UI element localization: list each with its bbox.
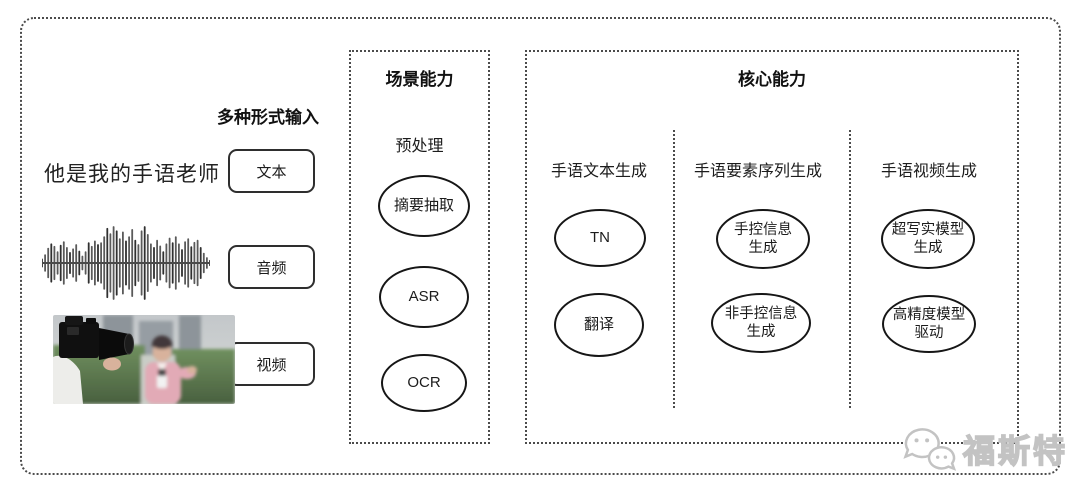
preprocess-label: 预处理 — [395, 138, 444, 155]
watermark-text: 福斯特 — [962, 432, 1069, 470]
node-translation: 翻译 — [554, 293, 644, 357]
scene-box-title: 场景能力 — [385, 70, 454, 89]
core-capability-box: 核心能力 手语文本生成 手语要素序列生成 手语视频生成 TN 翻译 手控信息 生… — [525, 50, 1019, 444]
column-header-video-generation: 手语视频生成 — [880, 163, 977, 180]
input-section-title: 多种形式输入 — [217, 108, 319, 127]
outer-dotted-frame — [20, 17, 1061, 475]
core-box-title: 核心能力 — [738, 70, 806, 89]
audio-waveform-icon — [42, 226, 210, 300]
column-divider — [673, 130, 675, 408]
node-asr: ASR — [379, 266, 469, 328]
node-manual-info-generation: 手控信息 生成 — [716, 209, 810, 269]
scene-capability-box: 场景能力 预处理 摘要抽取 ASR OCR — [349, 50, 490, 444]
node-hyperrealistic-model-generation: 超写实模型 生成 — [881, 209, 975, 269]
node-high-precision-model-driving: 高精度模型 驱动 — [882, 295, 976, 353]
node-ocr: OCR — [381, 354, 467, 412]
node-non-manual-info-generation: 非手控信息 生成 — [711, 293, 811, 353]
column-header-element-sequence-generation: 手语要素序列生成 — [693, 163, 822, 180]
camera-figure — [53, 316, 134, 404]
node-summary-extraction: 摘要抽取 — [378, 175, 470, 237]
input-type-box-text: 文本 — [228, 149, 315, 193]
input-type-label: 文本 — [256, 163, 287, 181]
video-thumbnail-image — [53, 315, 235, 404]
input-type-box-video: 视频 — [228, 342, 315, 386]
watermark: 福斯特 — [901, 424, 1068, 474]
input-type-label: 视频 — [256, 356, 287, 374]
input-type-box-audio: 音频 — [228, 245, 315, 289]
sample-sentence-text: 他是我的手语老师 — [44, 163, 220, 186]
column-divider — [849, 130, 851, 408]
input-type-label: 音频 — [256, 259, 287, 277]
column-header-text-generation: 手语文本生成 — [550, 163, 647, 180]
reporter-figure — [145, 335, 197, 404]
node-tn: TN — [554, 209, 646, 267]
wechat-icon — [903, 428, 957, 471]
